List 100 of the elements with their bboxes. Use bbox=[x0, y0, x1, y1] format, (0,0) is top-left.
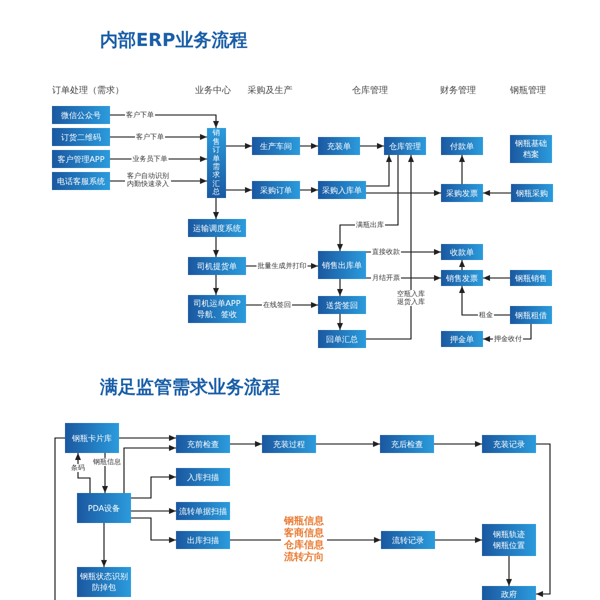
column-header: 仓库管理 bbox=[352, 84, 388, 97]
arrow bbox=[366, 155, 392, 187]
process-box bbox=[318, 296, 366, 314]
process-box bbox=[441, 331, 483, 347]
arrow bbox=[213, 198, 219, 219]
info-text: 钢瓶信息客商信息仓库信息流转方向 bbox=[281, 516, 327, 566]
arrow bbox=[75, 453, 91, 493]
arrow bbox=[337, 279, 343, 296]
arrow bbox=[337, 314, 343, 330]
process-box bbox=[381, 531, 435, 549]
process-box bbox=[65, 423, 119, 453]
column-header: 钢瓶管理 bbox=[510, 84, 546, 97]
process-box bbox=[510, 135, 552, 163]
box-label: 流转记录 bbox=[392, 534, 424, 546]
box-label: 仓库管理 bbox=[389, 140, 421, 152]
process-box bbox=[52, 150, 110, 168]
column-header: 订单处理（需求） bbox=[52, 84, 124, 97]
box-label: 钢瓶销售 bbox=[515, 272, 547, 284]
arrow bbox=[459, 155, 465, 184]
arrow bbox=[327, 537, 381, 543]
box-label: 钢瓶基础档案 bbox=[514, 138, 548, 160]
box-label: 押金单 bbox=[450, 334, 474, 344]
process-box bbox=[482, 586, 536, 600]
process-box bbox=[441, 137, 483, 155]
process-box bbox=[482, 435, 536, 453]
connector-line bbox=[230, 539, 281, 541]
arrow bbox=[300, 187, 318, 193]
arrow bbox=[300, 143, 318, 149]
box-label: 销售出库单 bbox=[322, 260, 362, 270]
arrow bbox=[213, 237, 219, 257]
process-box bbox=[176, 502, 230, 520]
box-label: 充装过程 bbox=[273, 438, 305, 450]
process-box bbox=[188, 295, 246, 323]
diagram-title: 内部ERP业务流程 bbox=[100, 29, 248, 52]
arrow bbox=[230, 441, 262, 447]
process-box bbox=[188, 219, 246, 237]
box-label: 充装记录 bbox=[493, 438, 525, 450]
arrow bbox=[119, 435, 176, 441]
box-label: 订货二维码 bbox=[61, 132, 101, 142]
box-label: 钢瓶租借 bbox=[515, 310, 547, 320]
arrow bbox=[123, 445, 176, 493]
box-label: 充装单 bbox=[327, 140, 351, 152]
process-box bbox=[510, 306, 552, 324]
arrow bbox=[459, 260, 465, 270]
arrow bbox=[226, 187, 252, 193]
arrow bbox=[131, 474, 176, 499]
arrow bbox=[366, 155, 414, 340]
process-box bbox=[510, 270, 552, 286]
box-label: 流转单据扫描 bbox=[179, 506, 227, 516]
process-box bbox=[52, 106, 110, 124]
box-label: 出库扫描 bbox=[187, 534, 219, 546]
box-label: 入库扫描 bbox=[187, 472, 219, 482]
process-box bbox=[318, 251, 366, 279]
box-label: 司机运单APP导航、签收 bbox=[192, 298, 242, 320]
box-label: 司机提货单 bbox=[197, 260, 237, 272]
arrow bbox=[226, 143, 252, 149]
process-box bbox=[262, 435, 316, 453]
box-label: PDA设备 bbox=[88, 502, 120, 514]
process-box bbox=[384, 137, 426, 155]
arrow bbox=[213, 275, 219, 295]
box-label: 充后检查 bbox=[391, 438, 423, 450]
process-box bbox=[176, 531, 230, 549]
process-box bbox=[441, 184, 483, 202]
column-header: 财务管理 bbox=[440, 84, 476, 97]
box-label: 销售发票 bbox=[446, 272, 478, 284]
column-header: 业务中心 bbox=[195, 84, 231, 97]
box-label: 钢瓶状态识别防掉包 bbox=[80, 571, 128, 593]
process-box bbox=[52, 128, 110, 146]
arrow bbox=[483, 275, 510, 281]
process-box bbox=[207, 128, 226, 198]
arrow bbox=[506, 556, 512, 586]
arrow bbox=[435, 537, 482, 543]
section-title: 满足监管需求业务流程 bbox=[100, 376, 280, 399]
connector-line bbox=[54, 437, 65, 600]
arrow bbox=[360, 143, 384, 149]
process-box bbox=[318, 330, 366, 348]
box-label: 钢瓶轨迹钢瓶位置 bbox=[492, 529, 526, 551]
box-label: 采购发票 bbox=[446, 188, 478, 198]
box-label: 客户管理APP bbox=[57, 154, 105, 164]
box-label: 电话客服系统 bbox=[57, 176, 105, 186]
process-box bbox=[511, 184, 553, 202]
arrow bbox=[366, 190, 441, 196]
process-box bbox=[77, 493, 131, 523]
process-box bbox=[52, 172, 110, 190]
arrow bbox=[536, 443, 551, 597]
box-label: 钢瓶卡片库 bbox=[72, 432, 112, 444]
arrow bbox=[316, 441, 380, 447]
arrow bbox=[483, 190, 511, 196]
process-box bbox=[380, 435, 434, 453]
box-label: 回单汇总 bbox=[326, 334, 358, 344]
box-label: 收款单 bbox=[450, 246, 474, 258]
process-box bbox=[482, 524, 536, 556]
box-label: 充前检查 bbox=[187, 438, 219, 450]
process-box bbox=[176, 435, 230, 453]
box-label: 微信公众号 bbox=[61, 110, 101, 120]
box-label: 钢瓶采购 bbox=[516, 188, 548, 198]
arrow bbox=[101, 523, 107, 567]
arrow bbox=[131, 517, 176, 543]
process-box bbox=[188, 257, 246, 275]
box-label: 生产车间 bbox=[260, 140, 292, 152]
